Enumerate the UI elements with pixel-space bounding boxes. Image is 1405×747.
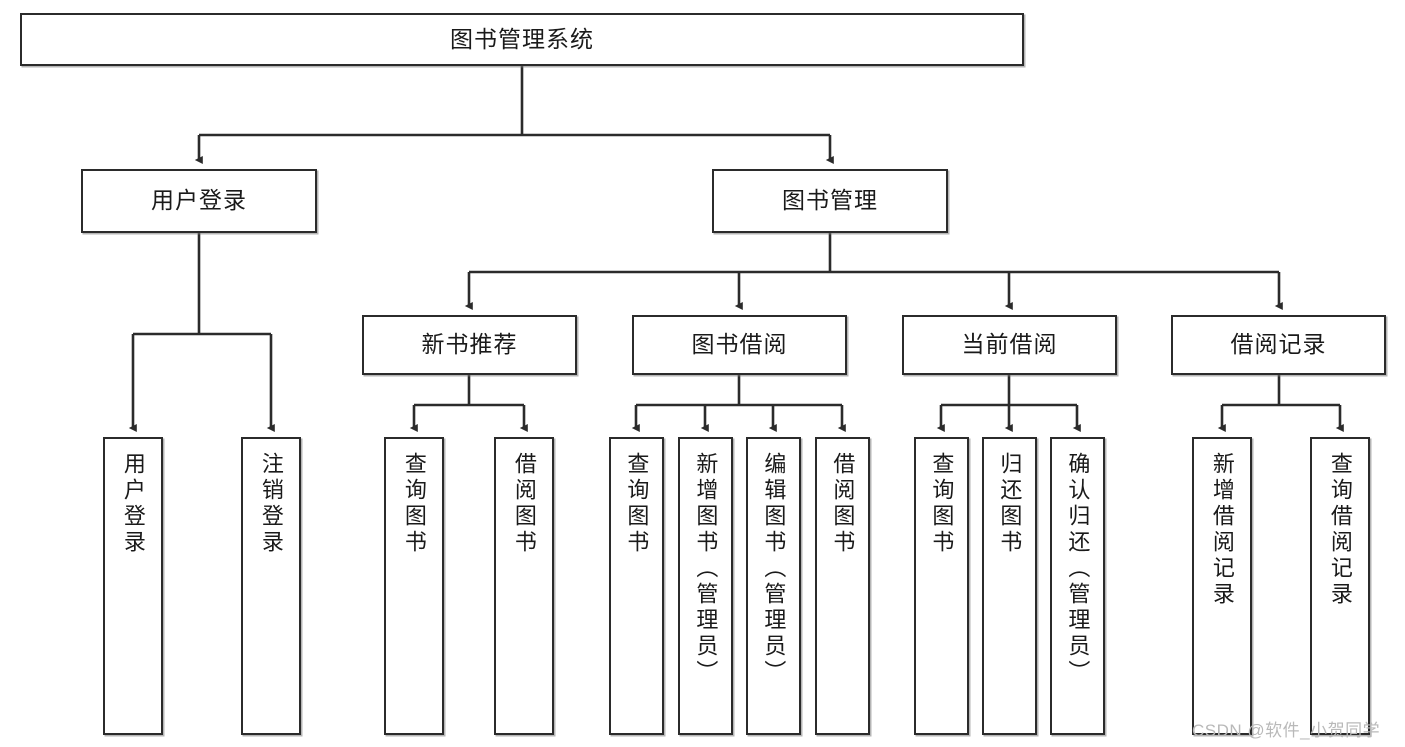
node-leaf-return-book-label: 归还图书 [997, 452, 1023, 556]
csdn-watermark: CSDN @软件_小贺同学 [1192, 721, 1381, 740]
node-leaf-query-book-2[interactable]: 查询图书 [609, 437, 664, 735]
node-root-label: 图书管理系统 [450, 25, 594, 52]
node-borrow-record[interactable]: 借阅记录 [1171, 315, 1386, 375]
node-leaf-borrow-book-1-label: 借阅图书 [511, 452, 537, 556]
node-leaf-add-book[interactable]: 新增图书（管理员） [678, 437, 733, 735]
node-leaf-confirm-return[interactable]: 确认归还（管理员） [1050, 437, 1105, 735]
node-leaf-query-record-label: 查询借阅记录 [1327, 452, 1353, 608]
node-new-book-recommend-label: 新书推荐 [421, 331, 518, 358]
node-current-borrow-label: 当前借阅 [961, 331, 1058, 358]
node-new-book-recommend[interactable]: 新书推荐 [362, 315, 577, 375]
node-book-borrow[interactable]: 图书借阅 [632, 315, 847, 375]
node-user-login-label: 用户登录 [151, 187, 247, 214]
node-leaf-borrow-book-1[interactable]: 借阅图书 [494, 437, 554, 735]
node-leaf-logout-login[interactable]: 注销登录 [241, 437, 301, 735]
node-leaf-add-book-label: 新增图书（管理员） [693, 452, 719, 686]
node-leaf-confirm-return-label: 确认归还（管理员） [1065, 452, 1091, 686]
node-leaf-query-book-2-label: 查询图书 [624, 452, 650, 556]
node-user-login[interactable]: 用户登录 [81, 169, 317, 233]
node-leaf-edit-book-label: 编辑图书（管理员） [761, 452, 787, 686]
node-leaf-query-book-3-label: 查询图书 [929, 452, 955, 556]
node-leaf-query-book-1-label: 查询图书 [401, 452, 427, 556]
node-book-manage[interactable]: 图书管理 [712, 169, 948, 233]
node-leaf-add-record-label: 新增借阅记录 [1209, 452, 1235, 608]
node-leaf-query-book-3[interactable]: 查询图书 [914, 437, 969, 735]
node-leaf-user-login-label: 用户登录 [120, 452, 146, 556]
node-current-borrow[interactable]: 当前借阅 [902, 315, 1117, 375]
node-leaf-return-book[interactable]: 归还图书 [982, 437, 1037, 735]
node-leaf-add-record[interactable]: 新增借阅记录 [1192, 437, 1252, 735]
node-root[interactable]: 图书管理系统 [20, 13, 1024, 66]
node-borrow-record-label: 借阅记录 [1230, 331, 1327, 358]
node-leaf-edit-book[interactable]: 编辑图书（管理员） [746, 437, 801, 735]
node-leaf-query-book-1[interactable]: 查询图书 [384, 437, 444, 735]
node-book-borrow-label: 图书借阅 [691, 331, 788, 358]
node-leaf-borrow-book-2[interactable]: 借阅图书 [815, 437, 870, 735]
node-leaf-logout-login-label: 注销登录 [258, 452, 284, 556]
node-leaf-borrow-book-2-label: 借阅图书 [830, 452, 856, 556]
node-leaf-user-login[interactable]: 用户登录 [103, 437, 163, 735]
node-book-manage-label: 图书管理 [782, 187, 878, 214]
node-leaf-query-record[interactable]: 查询借阅记录 [1310, 437, 1370, 735]
